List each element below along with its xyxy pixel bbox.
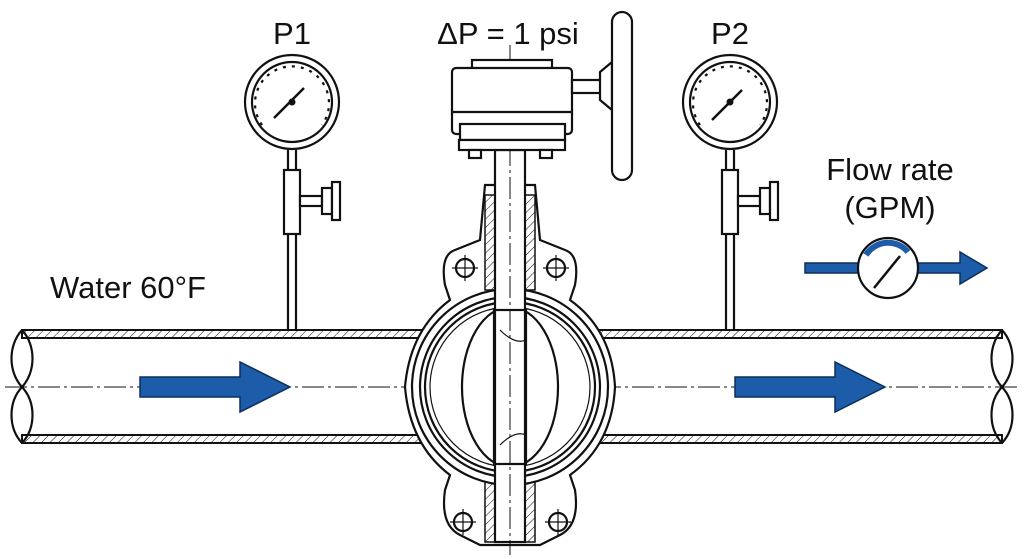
flow-arrow-outlet bbox=[734, 360, 887, 414]
label-fluid: Water 60°F bbox=[50, 270, 206, 305]
pressure-gauge-p1 bbox=[243, 53, 342, 330]
flow-arrow-inlet bbox=[139, 360, 292, 414]
flow-meter bbox=[804, 236, 989, 300]
label-p1: P1 bbox=[273, 16, 311, 51]
label-flow-unit: (GPM) bbox=[844, 190, 935, 225]
handwheel bbox=[610, 10, 634, 182]
handwheel-shaft bbox=[570, 78, 604, 95]
label-delta-p: ΔP = 1 psi bbox=[437, 16, 579, 51]
butterfly-valve bbox=[403, 45, 617, 555]
bolt-holes bbox=[450, 255, 571, 535]
label-flow-rate: Flow rate bbox=[826, 152, 953, 187]
label-p2: P2 bbox=[711, 16, 749, 51]
pressure-gauge-p2 bbox=[681, 53, 780, 330]
gear-actuator[interactable] bbox=[450, 10, 634, 182]
